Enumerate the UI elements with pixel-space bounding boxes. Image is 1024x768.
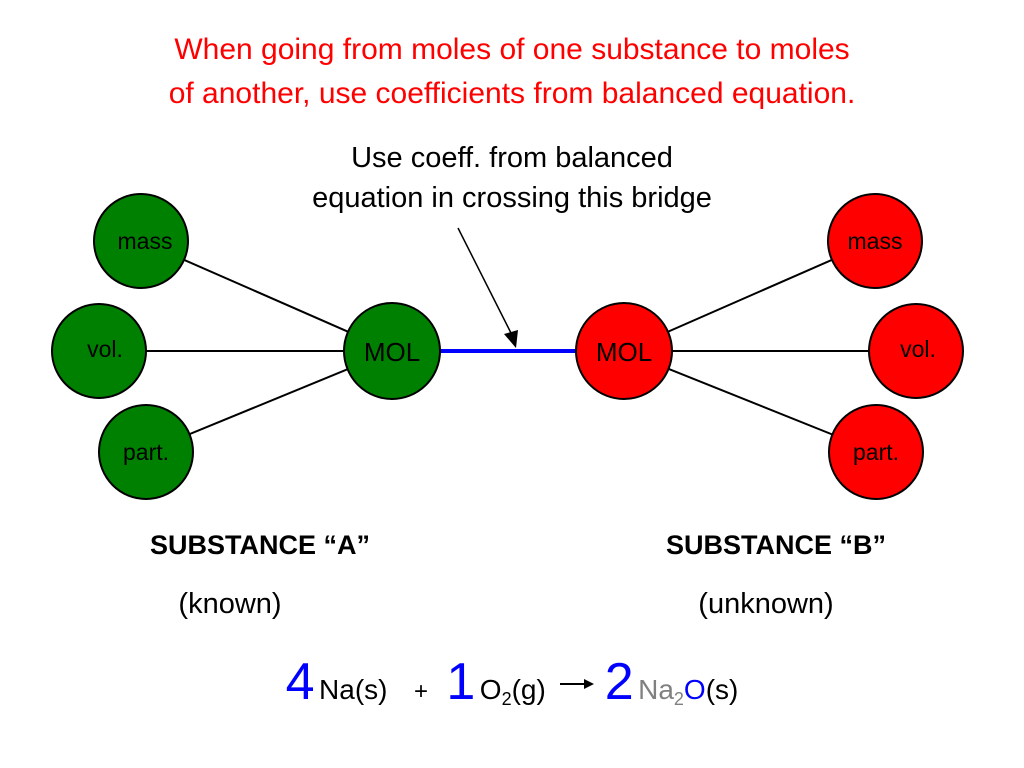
- headline-line-1: When going from moles of one substance t…: [174, 33, 850, 66]
- substance-a-title: SUBSTANCE “A”: [149, 530, 370, 560]
- node-b-mol-label: MOL: [596, 337, 652, 367]
- substance-b-title: SUBSTANCE “B”: [665, 530, 886, 560]
- plus-sign: +: [413, 678, 428, 705]
- callout-pointer: [457, 227, 513, 336]
- species-o2: O2(g): [479, 674, 546, 709]
- node-b-particles-label: part.: [853, 439, 899, 465]
- callout-line-2: equation in crossing this bridge: [312, 182, 712, 214]
- o2-base: O: [479, 674, 502, 705]
- node-a-mass: mass: [93, 193, 189, 289]
- node-a-mol-label: MOL: [364, 337, 420, 367]
- callout-line-1: Use coeff. from balanced: [351, 142, 673, 174]
- node-a-mol: MOL: [343, 302, 441, 400]
- callout-arrowhead: [504, 330, 518, 348]
- node-b-mass: mass: [827, 193, 923, 289]
- node-a-volume: vol.: [51, 303, 147, 399]
- node-a-particles: part.: [98, 404, 194, 500]
- coefficient-o2: 1: [446, 653, 476, 711]
- node-b-mol: MOL: [575, 302, 673, 400]
- headline: When going from moles of one substance t…: [0, 28, 1024, 116]
- node-a-particles-label: part.: [123, 439, 169, 465]
- node-a-volume-label: vol.: [87, 336, 123, 362]
- bridge-callout: Use coeff. from balanced equation in cro…: [212, 138, 812, 218]
- substance-b-note: (unknown): [698, 588, 834, 620]
- na2o-subscript: 2: [673, 689, 684, 709]
- o2-subscript: 2: [501, 689, 512, 709]
- node-a-mass-label: mass: [118, 228, 173, 254]
- node-b-particles: part.: [828, 404, 924, 500]
- species-na2o: Na2O(s): [638, 674, 739, 709]
- node-b-volume-label: vol.: [900, 336, 936, 362]
- headline-line-2: of another, use coefficients from balanc…: [168, 77, 856, 110]
- coefficient-na: 4: [285, 653, 315, 711]
- node-b-volume: vol.: [868, 303, 964, 399]
- substance-a-note: (known): [178, 588, 282, 620]
- coefficient-na2o: 2: [604, 653, 634, 711]
- o2-state: (g): [511, 674, 546, 705]
- na2o-state: (s): [705, 674, 739, 705]
- na2o-na: Na: [638, 674, 674, 705]
- species-na: Na(s): [319, 674, 388, 705]
- na2o-oxygen: O: [683, 674, 706, 705]
- balanced-equation: 4 Na(s) + 1 O2(g) 2 Na2O(s): [0, 652, 1024, 712]
- reaction-arrow-icon: [560, 679, 595, 689]
- node-b-mass-label: mass: [848, 228, 903, 254]
